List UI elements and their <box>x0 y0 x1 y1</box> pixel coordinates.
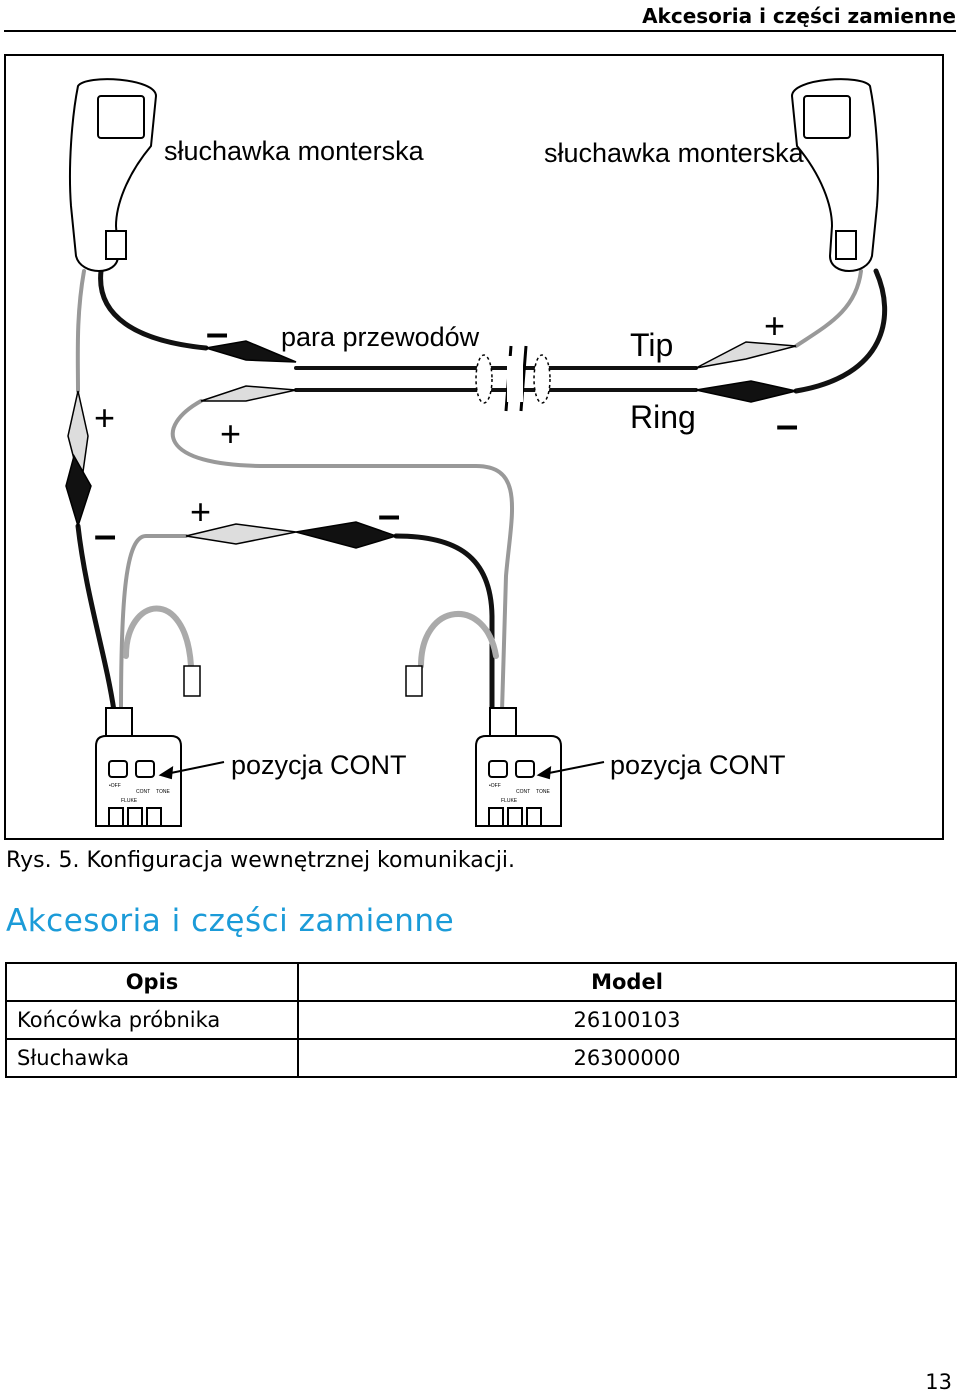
table-row: Końcówka próbnika 26100103 <box>5 1000 957 1040</box>
tester-left <box>95 707 182 827</box>
label-handset-left: słuchawka monterska <box>164 136 425 166</box>
label-ring: Ring <box>630 399 696 435</box>
cable-left-down <box>75 523 117 714</box>
arrow-cont-left <box>165 761 225 775</box>
tester-left-off-text: •OFF <box>109 783 121 789</box>
running-header: Akcesoria i części zamienne <box>642 4 956 28</box>
label-wire-pair: para przewodów <box>281 322 480 352</box>
parts-table: Opis Model Końcówka próbnika 26100103 Sł… <box>5 962 957 1078</box>
sign-plus-left: + <box>94 397 115 438</box>
handset-right <box>790 78 879 272</box>
cable-bottom-grey <box>119 534 188 713</box>
cell-description: Końcówka próbnika <box>5 1000 299 1040</box>
cable-break-symbol <box>475 345 551 412</box>
cell-model: 26300000 <box>297 1038 957 1078</box>
page-number: 13 <box>925 1370 952 1394</box>
tester-right-cont-text: CONT <box>516 789 530 795</box>
tester-right-off-text: •OFF <box>489 783 501 789</box>
cell-description: Słuchawka <box>5 1038 299 1078</box>
section-title: Akcesoria i części zamienne <box>6 903 455 939</box>
clip-left-plus-grey <box>200 385 297 402</box>
label-handset-right: słuchawka monterska <box>544 138 805 168</box>
label-tip: Tip <box>630 327 673 363</box>
clip-bottom-black <box>295 521 399 549</box>
sign-plus-top-right: + <box>764 305 785 346</box>
cell-model: 26100103 <box>297 1000 957 1040</box>
rj-cable-right <box>418 611 499 669</box>
rj-plug-right <box>405 665 423 697</box>
sign-minus-right: – <box>776 403 798 447</box>
clip-right-ring-black <box>695 380 797 403</box>
cable-right-handset-grey <box>794 269 863 348</box>
sign-minus-bottom: – <box>378 493 400 537</box>
sign-plus-bottom: + <box>190 491 211 532</box>
cable-grey-loop <box>170 399 514 713</box>
cable-bottom-black <box>393 533 495 714</box>
cable-left-handset-black <box>98 268 209 351</box>
tester-right-brand-text: FLUKE <box>501 798 518 804</box>
cable-left-handset-grey <box>75 269 86 393</box>
tester-right-tone-text: TONE <box>536 789 550 795</box>
table-header-row: Opis Model <box>5 962 957 1002</box>
clips <box>65 340 797 549</box>
table-row: Słuchawka 26300000 <box>5 1038 957 1078</box>
clip-left-vert-black <box>65 454 92 529</box>
label-cont-left: pozycja CONT <box>231 750 407 780</box>
clip-left-top-black <box>205 340 297 363</box>
sign-minus-left: – <box>94 513 116 557</box>
sign-minus-top: – <box>206 311 228 355</box>
handset-left <box>69 78 158 272</box>
rj-plug-left <box>183 665 201 697</box>
header-rule <box>4 30 956 32</box>
column-header-model: Model <box>297 962 957 1002</box>
sign-plus-mid: + <box>220 413 241 454</box>
cable-right-handset-black <box>793 268 888 394</box>
tester-left-brand-text: FLUKE <box>121 798 138 804</box>
wiring-diagram: •OFF CONT TONE FLUKE •OFF CONT TONE FLUK… <box>65 78 888 827</box>
label-cont-right: pozycja CONT <box>610 750 786 780</box>
column-header-description: Opis <box>5 962 299 1002</box>
tester-left-cont-text: CONT <box>136 789 150 795</box>
arrow-cont-right <box>543 761 605 775</box>
figure-caption: Rys. 5. Konfiguracja wewnętrznej komunik… <box>6 848 516 873</box>
tester-left-tone-text: TONE <box>156 789 170 795</box>
figure-frame: •OFF CONT TONE FLUKE •OFF CONT TONE FLUK… <box>4 54 944 840</box>
clip-right-tip-grey <box>695 341 797 369</box>
tester-right <box>475 707 562 827</box>
rj-cable-left <box>123 605 194 669</box>
